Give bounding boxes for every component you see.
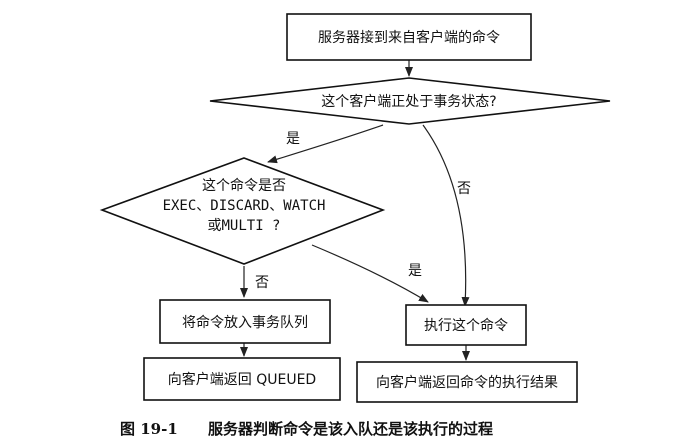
node-is-special-command-decision: 这个命令是否 EXEC、DISCARD、WATCH 或MULTI ? (99, 157, 386, 265)
node-reply-result: 向客户端返回命令的执行结果 (356, 361, 578, 403)
edge-in-transaction-yes (267, 124, 384, 164)
node-reply-queued: 向客户端返回 QUEUED (143, 357, 341, 401)
figure-caption: 服务器判断命令是该入队还是该执行的过程 (208, 420, 493, 438)
node-reply-queued-label: 向客户端返回 QUEUED (168, 371, 316, 388)
node-execute-label: 执行这个命令 (424, 317, 508, 334)
node-receive-command: 服务器接到来自客户端的命令 (286, 13, 532, 61)
node-execute-command: 执行这个命令 (405, 304, 527, 346)
edge-label-in-transaction-yes: 是 (286, 131, 300, 147)
node-in-transaction-label: 这个客户端正处于事务状态? (321, 93, 496, 110)
edge-in-transaction-no (422, 124, 470, 307)
edge-label-special-yes: 是 (408, 263, 422, 279)
node-in-transaction-decision: 这个客户端正处于事务状态? (209, 77, 611, 125)
edge-label-in-transaction-no: 否 (457, 181, 471, 197)
edge-special-yes (311, 244, 429, 303)
node-enqueue-command: 将命令放入事务队列 (159, 299, 331, 344)
node-is-special-label-line1: 这个命令是否 (202, 177, 286, 194)
node-is-special-label-line2: EXEC、DISCARD、WATCH (163, 198, 326, 214)
figure-number: 图 19-1 (120, 420, 178, 438)
edge-label-special-no: 否 (255, 275, 269, 291)
node-enqueue-label: 将命令放入事务队列 (182, 314, 308, 331)
node-is-special-label-line3: 或MULTI ? (207, 218, 280, 234)
node-reply-result-label: 向客户端返回命令的执行结果 (376, 374, 558, 391)
node-receive-label: 服务器接到来自客户端的命令 (318, 29, 500, 46)
